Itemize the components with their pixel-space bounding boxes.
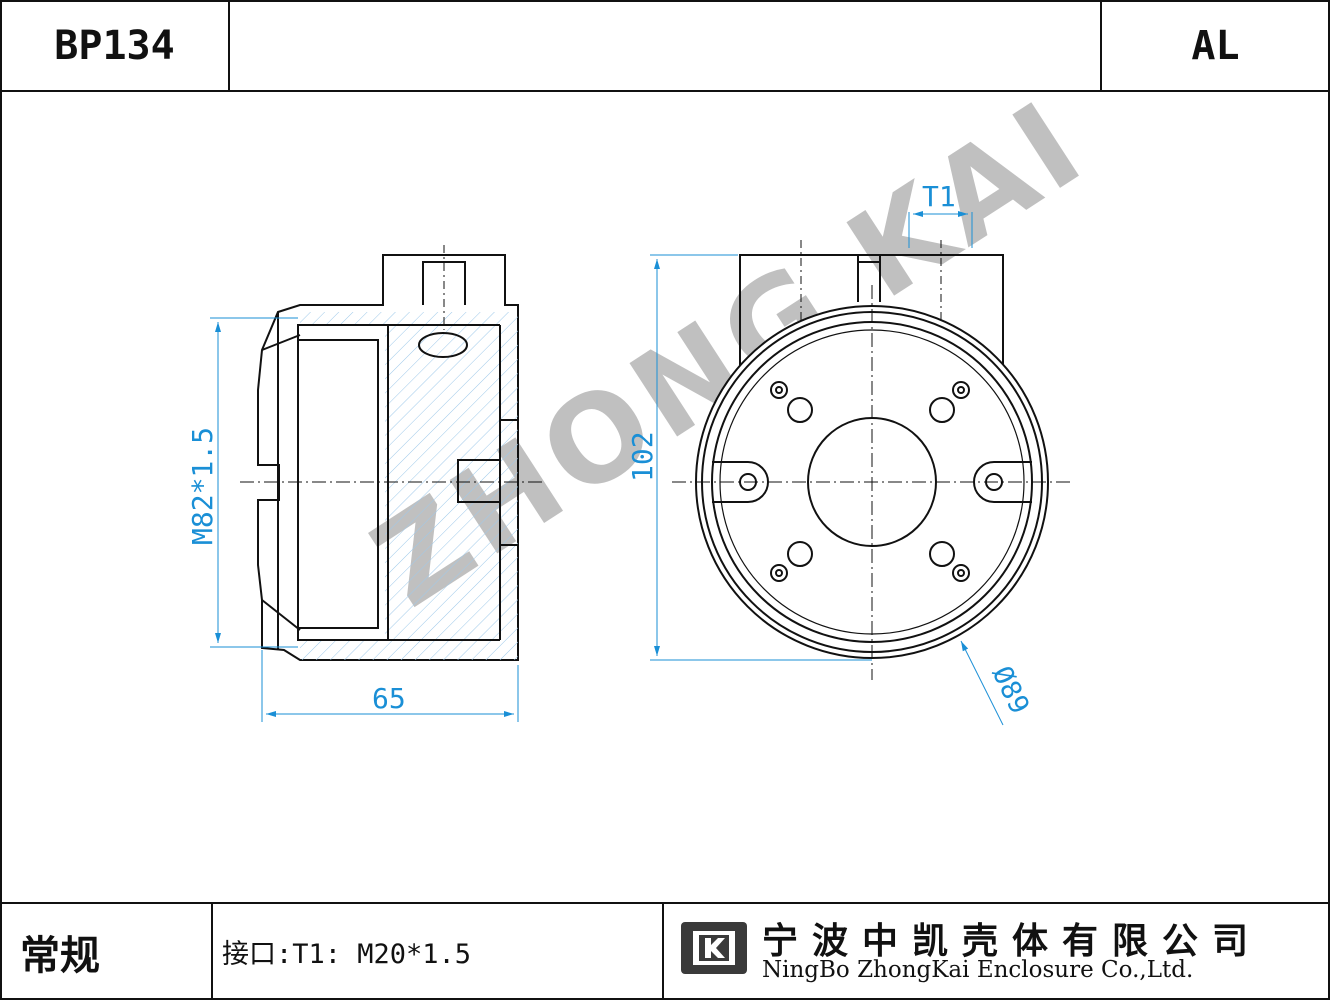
side-section-view	[240, 245, 545, 661]
diameter-dimension-label: Ø89	[986, 661, 1035, 718]
company-logo	[681, 922, 747, 974]
height-dimension-label: 102	[626, 431, 659, 482]
thread-dimension-label: M82*1.5	[186, 427, 219, 545]
front-view-dimensions	[650, 211, 1004, 726]
product-type-label: 常规	[20, 932, 100, 979]
material-code: AL	[1191, 22, 1240, 69]
front-view	[672, 240, 1072, 680]
entry-spec-text: 接口:T1: M20*1.5	[222, 939, 472, 970]
company-name-zh: 宁波中凯壳体有限公司	[762, 921, 1263, 962]
entry-dimension-label: T1	[922, 180, 956, 213]
model-code: BP134	[54, 22, 175, 69]
side-view-dimensions	[210, 317, 519, 722]
company-name-en: NingBo ZhongKai Enclosure Co.,Ltd.	[762, 957, 1194, 983]
depth-dimension-label: 65	[372, 682, 406, 715]
